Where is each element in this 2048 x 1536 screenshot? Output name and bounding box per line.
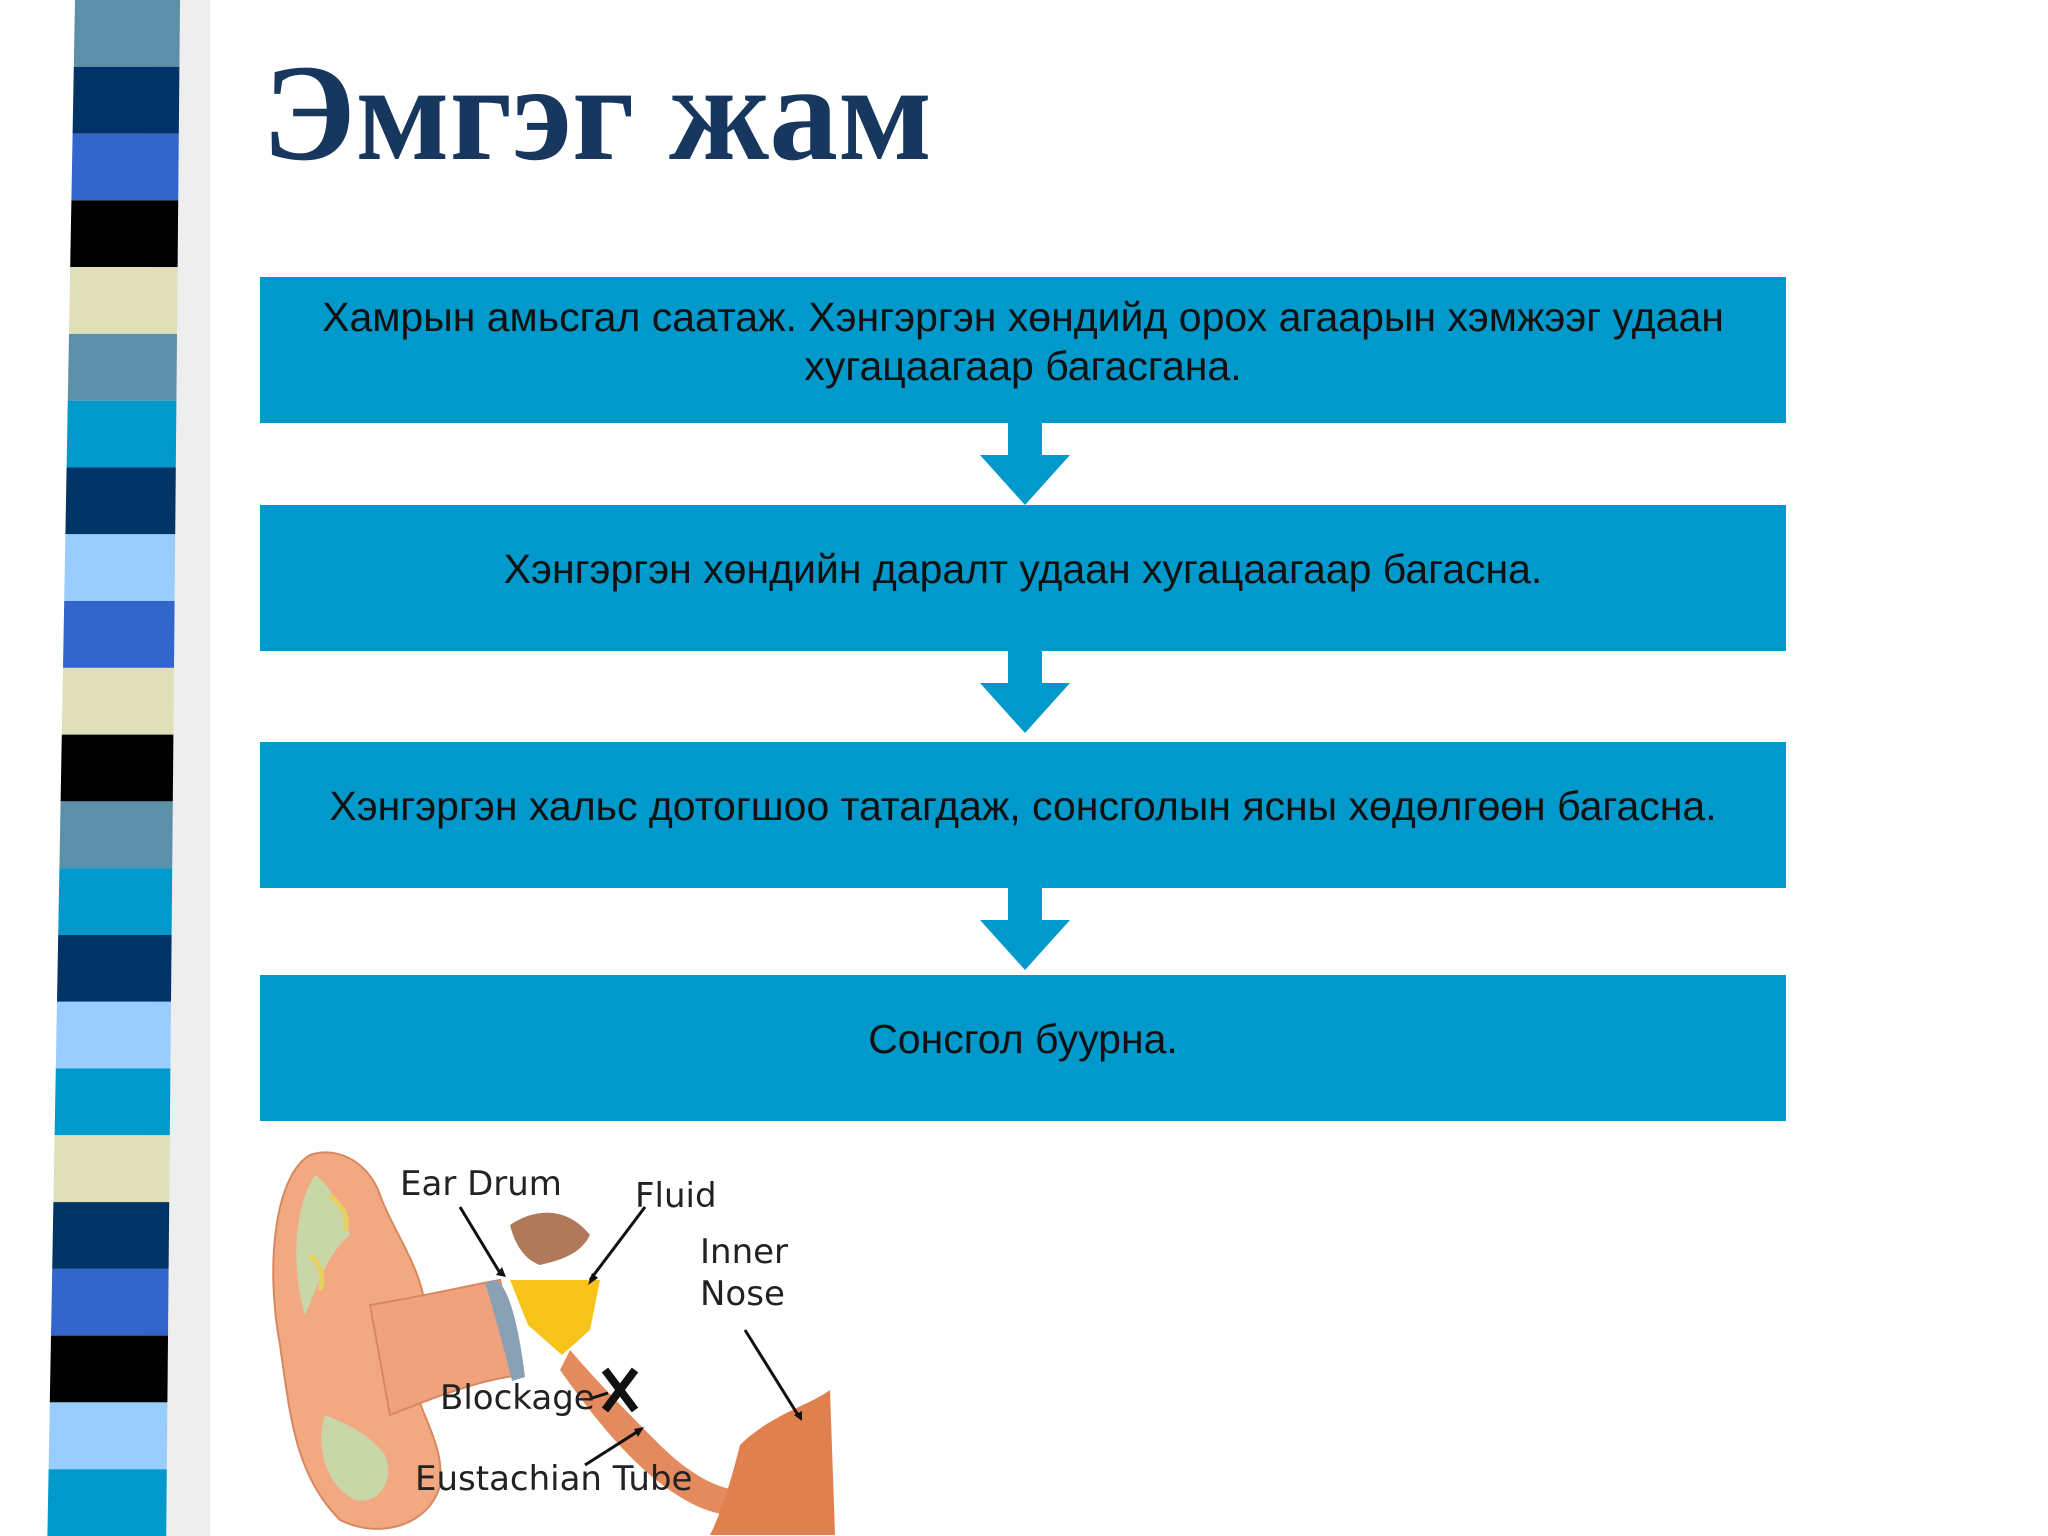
stripe [66, 400, 177, 468]
eustachian-tube [560, 1350, 740, 1516]
stripe [61, 667, 174, 735]
stripe [72, 66, 180, 134]
label-eustachian-tube: Eustachian Tube [415, 1459, 692, 1499]
stripe [67, 333, 177, 401]
label-blockage: Blockage [440, 1378, 595, 1418]
flow-step-3: Хэнгэргэн хальс дотогшоо татагдаж, сонсг… [260, 742, 1786, 888]
flow-step-2: Хэнгэргэн хөндийн даралт удаан хугацаага… [260, 505, 1786, 651]
arrow-down-icon [980, 886, 1070, 970]
flow-step-4: Сонсгол буурна. [260, 975, 1786, 1121]
stripe [70, 200, 179, 268]
blockage-x-icon [601, 1367, 639, 1413]
stripe [71, 133, 179, 201]
stripe [73, 0, 180, 67]
outer-ear-illustration [272, 1151, 442, 1530]
stripe [51, 1268, 169, 1336]
stripe [52, 1202, 170, 1269]
stripe [57, 934, 172, 1002]
label-inner: Inner [700, 1232, 788, 1272]
ear-drum-shape [485, 1280, 525, 1381]
ear-diagram: Ear Drum Fluid Inner Nose Blockage Eusta… [272, 1151, 835, 1535]
decorative-stripe-bar [47, 0, 210, 1536]
stripe [63, 601, 175, 668]
fluid-region [510, 1280, 600, 1355]
arrow-down-icon [980, 649, 1070, 733]
stripe [58, 868, 173, 935]
label-nose: Nose [700, 1274, 785, 1314]
stripe [55, 1001, 171, 1069]
stripe [64, 534, 176, 602]
stripe [48, 1402, 168, 1470]
arrow-down-icon [980, 421, 1070, 505]
slide-title: Эмгэг жам [262, 36, 933, 189]
stripe [53, 1135, 170, 1203]
label-ear-drum: Ear Drum [400, 1164, 562, 1204]
stripe [49, 1335, 168, 1403]
stripe [47, 1469, 167, 1536]
stripe [54, 1068, 171, 1136]
nasal-cavity [710, 1390, 835, 1535]
stripe [59, 801, 173, 869]
label-fluid: Fluid [635, 1176, 717, 1216]
stripe [65, 467, 176, 535]
stripe [60, 734, 174, 802]
stripe [69, 267, 178, 334]
flow-step-1: Хамрын амьсгал саатаж. Хэнгэргэн хөндийд… [260, 277, 1786, 423]
